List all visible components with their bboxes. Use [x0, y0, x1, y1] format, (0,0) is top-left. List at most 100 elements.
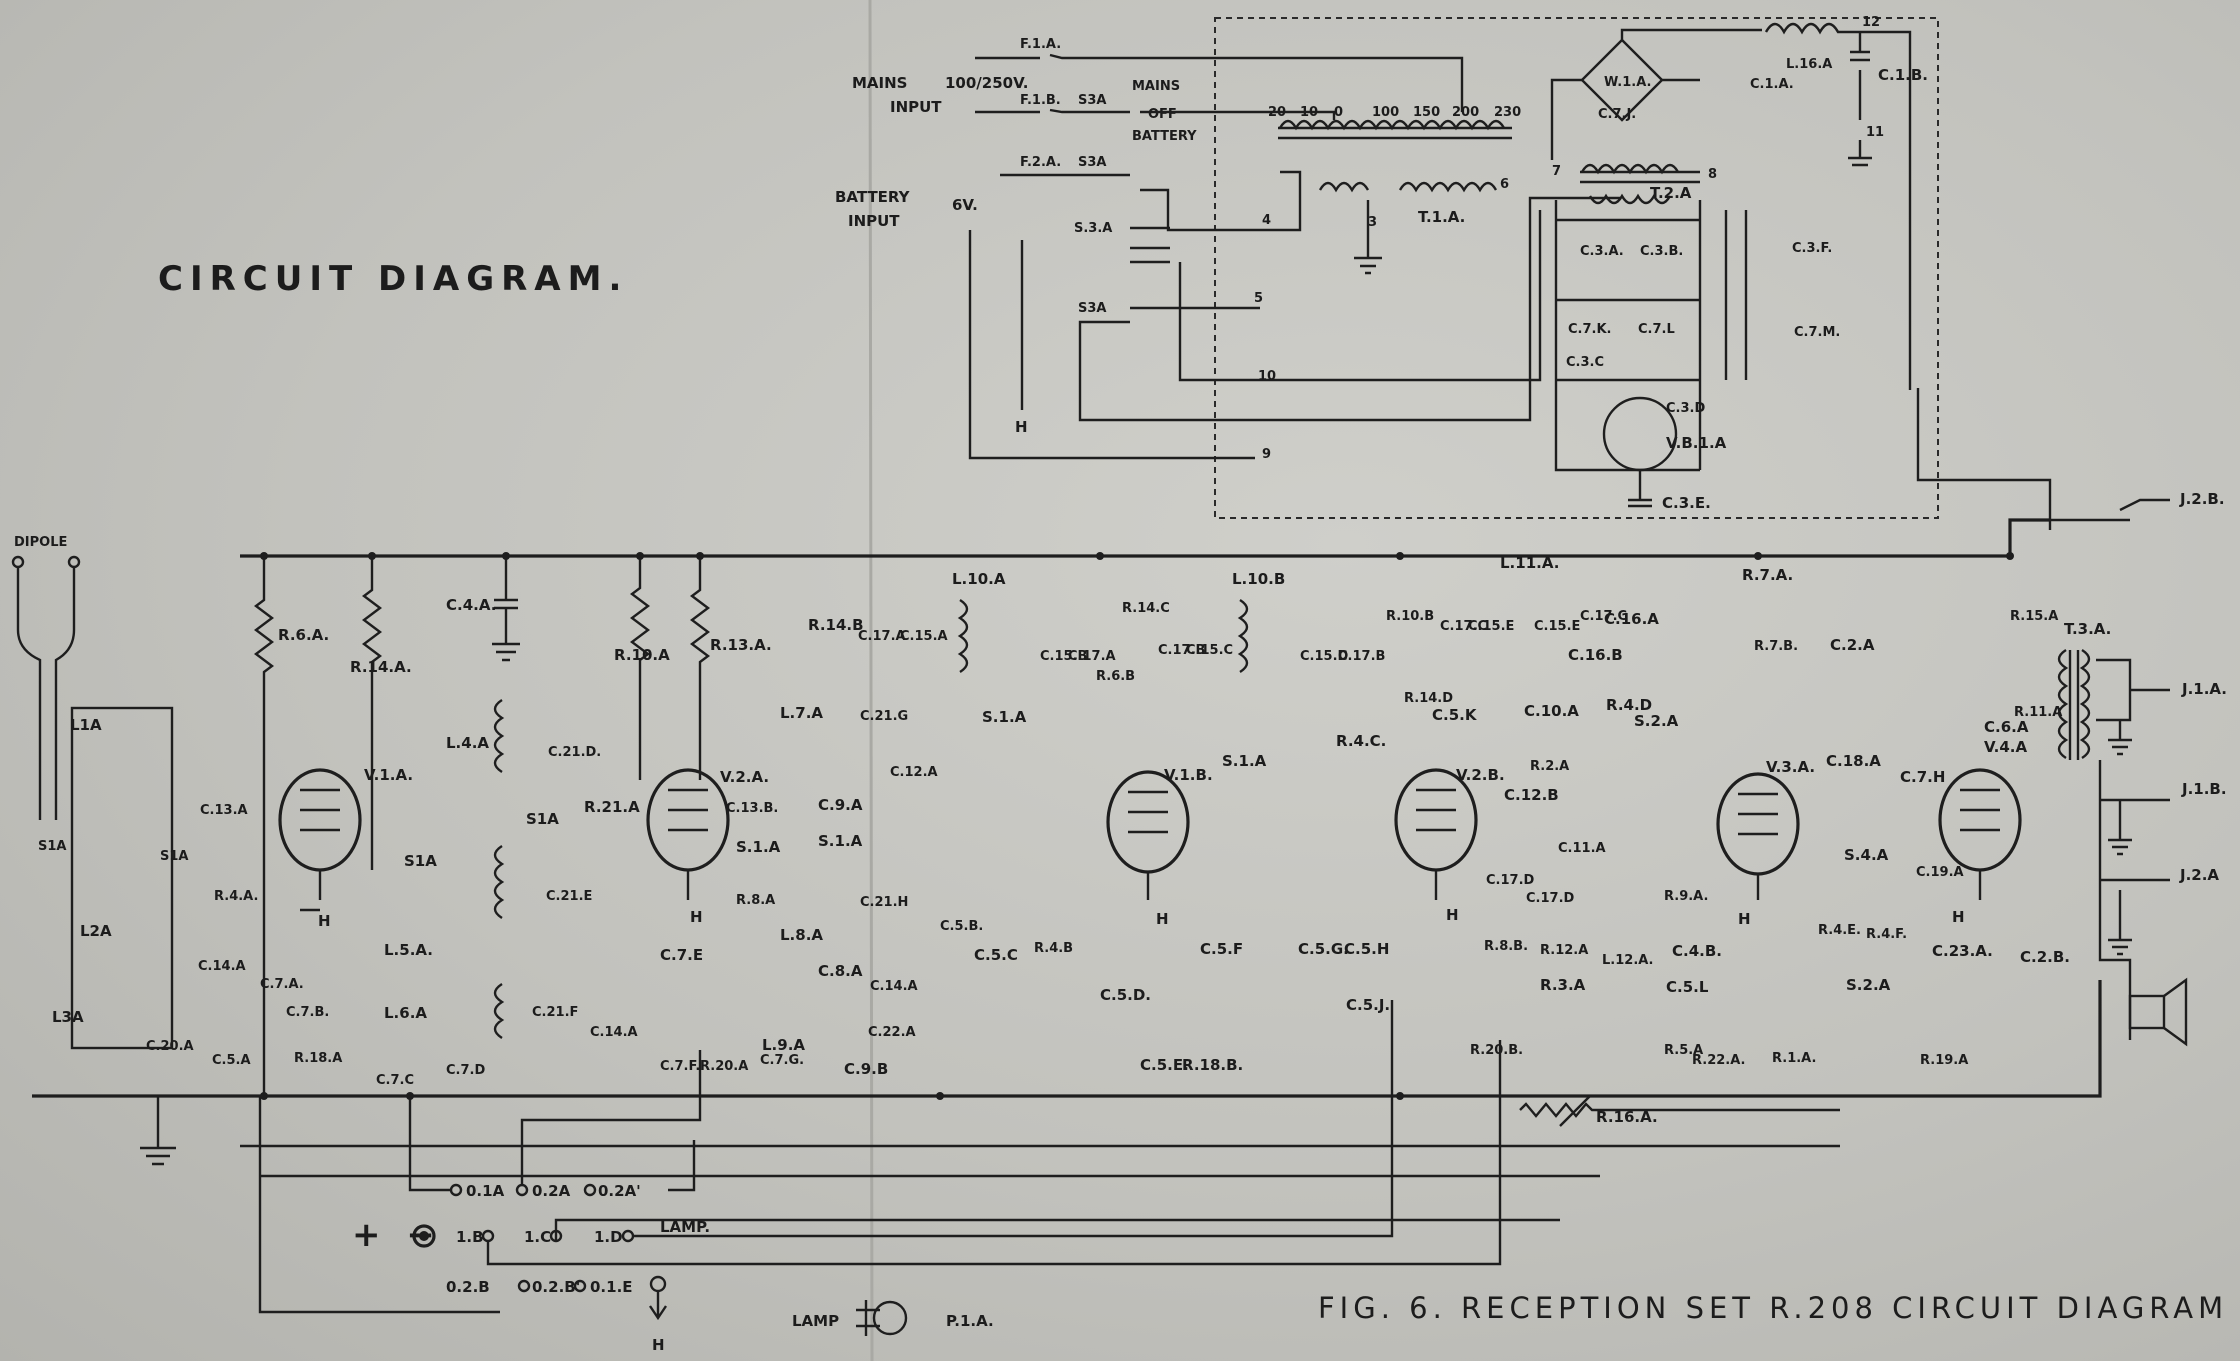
svg-text:J.1.A.: J.1.A.	[2181, 680, 2227, 698]
svg-text:S3A: S3A	[1078, 301, 1106, 316]
svg-text:C.4.B.: C.4.B.	[1672, 942, 1722, 960]
svg-text:R.2.A: R.2.A	[1530, 759, 1569, 774]
svg-text:C.9.A: C.9.A	[818, 796, 863, 814]
svg-text:S1A: S1A	[404, 852, 437, 870]
svg-text:C.7.C: C.7.C	[376, 1073, 414, 1088]
svg-text:C.21.G: C.21.G	[860, 709, 908, 724]
svg-text:R.14.A.: R.14.A.	[350, 658, 412, 676]
svg-text:J.1.B.: J.1.B.	[2181, 780, 2227, 798]
svg-text:1.D: 1.D	[594, 1228, 623, 1246]
svg-text:MAINS: MAINS	[1132, 79, 1180, 94]
svg-text:C.7.H: C.7.H	[1900, 768, 1945, 786]
svg-text:H: H	[690, 908, 703, 926]
svg-text:L.4.A: L.4.A	[446, 734, 489, 752]
lamp-ref: P.1.A.	[946, 1312, 994, 1330]
svg-text:R.13.A.: R.13.A.	[710, 636, 772, 654]
svg-text:C.7.G.: C.7.G.	[760, 1053, 804, 1068]
svg-text:C.7.L: C.7.L	[1638, 322, 1675, 337]
svg-text:R.22.A.: R.22.A.	[1692, 1053, 1745, 1068]
battery-input-label: BATTERY	[835, 188, 911, 206]
svg-text:W.1.A.: W.1.A.	[1604, 75, 1651, 90]
svg-text:C.3.E.: C.3.E.	[1662, 494, 1711, 512]
svg-text:100: 100	[1372, 105, 1399, 120]
svg-text:0.2A': 0.2A'	[598, 1182, 641, 1200]
svg-text:C.16.B: C.16.B	[1568, 646, 1623, 664]
valve-V1A	[278, 768, 362, 912]
svg-text:R.19.A: R.19.A	[1920, 1053, 1968, 1068]
svg-text:150: 150	[1413, 105, 1440, 120]
svg-text:1.B: 1.B	[456, 1228, 484, 1246]
coil-L10A	[957, 598, 969, 674]
svg-text:6: 6	[1500, 177, 1509, 192]
rectifier-W1A	[1580, 38, 1664, 122]
jack-J2B	[2050, 498, 2170, 522]
svg-text:R.18.B.: R.18.B.	[1182, 1056, 1243, 1074]
svg-text:200: 200	[1452, 105, 1479, 120]
svg-text:C.3.D: C.3.D	[1666, 401, 1705, 416]
svg-text:H: H	[1446, 906, 1459, 924]
svg-text:C.1.B.: C.1.B.	[1878, 66, 1928, 84]
svg-text:S1A: S1A	[38, 839, 66, 854]
svg-text:C.6.A: C.6.A	[1984, 718, 2029, 736]
svg-text:C.10.A: C.10.A	[1524, 702, 1579, 720]
svg-text:C.3.C: C.3.C	[1566, 355, 1604, 370]
receiver-chassis: DIPOLE L1A L2A L3A S1A S1A C.13.A C.14.A…	[11, 388, 2227, 1354]
svg-text:V.2.A.: V.2.A.	[720, 768, 769, 786]
heater-mark: H	[318, 912, 331, 930]
svg-text:230: 230	[1494, 105, 1521, 120]
valve-V4A	[1938, 768, 2022, 900]
svg-text:C.13.A: C.13.A	[200, 803, 248, 818]
svg-text:C.17.C: C.17.C	[1440, 619, 1487, 634]
svg-text:C.12.A: C.12.A	[890, 765, 938, 780]
svg-text:V.B.1.A: V.B.1.A	[1666, 434, 1727, 452]
svg-text:H: H	[652, 1336, 665, 1354]
svg-text:F.2.A.: F.2.A.	[1020, 155, 1061, 170]
svg-text:R.15.A: R.15.A	[2010, 609, 2058, 624]
input-coils-L1A-L3A	[70, 706, 174, 1050]
svg-text:C.21.E: C.21.E	[546, 889, 592, 904]
svg-text:C.5.J.: C.5.J.	[1346, 996, 1390, 1014]
svg-text:C.7.B.: C.7.B.	[286, 1005, 329, 1020]
svg-text:0.2A: 0.2A	[532, 1182, 571, 1200]
svg-text:H: H	[1952, 908, 1965, 926]
svg-text:C.7.D: C.7.D	[446, 1063, 485, 1078]
svg-text:C.2.A: C.2.A	[1830, 636, 1875, 654]
svg-text:C.3.A.: C.3.A.	[1580, 244, 1624, 259]
svg-text:C.4.A.: C.4.A.	[446, 596, 496, 614]
svg-text:C.20.A: C.20.A	[146, 1039, 194, 1054]
svg-text:J.2.B.: J.2.B.	[2179, 490, 2225, 508]
svg-text:0.1.E: 0.1.E	[590, 1278, 633, 1296]
resistor-R6A	[254, 556, 274, 1096]
svg-text:S1A: S1A	[160, 849, 188, 864]
svg-text:R.5.A: R.5.A	[1664, 1043, 1703, 1058]
svg-text:V.1.B.: V.1.B.	[1164, 766, 1213, 784]
svg-text:C.11.A: C.11.A	[1558, 841, 1606, 856]
svg-text:L.5.A.: L.5.A.	[384, 941, 433, 959]
svg-text:V.4.A: V.4.A	[1984, 738, 2028, 756]
svg-text:C.17.D: C.17.D	[1526, 891, 1575, 906]
svg-text:C.5.H: C.5.H	[1344, 940, 1389, 958]
svg-text:C.22.A: C.22.A	[868, 1025, 916, 1040]
battery-terminal	[412, 1224, 436, 1248]
svg-text:R.14.B: R.14.B	[808, 616, 864, 634]
vibrator-transformer-T2A	[1580, 170, 1700, 184]
svg-text:C.17.B: C.17.B	[1158, 643, 1205, 658]
svg-text:H: H	[1015, 418, 1028, 436]
svg-text:C.15.D: C.15.D	[1300, 649, 1349, 664]
resistor-R10A	[630, 556, 650, 780]
choke-L16A	[1764, 22, 1912, 390]
svg-text:R.4.C.: R.4.C.	[1336, 732, 1386, 750]
svg-text:L.8.A: L.8.A	[780, 926, 823, 944]
svg-text:S.1.A: S.1.A	[1222, 752, 1267, 770]
svg-text:L.9.A: L.9.A	[762, 1036, 805, 1054]
mains-voltage-label: 100/250V.	[945, 74, 1028, 92]
svg-text:S3A: S3A	[1078, 93, 1106, 108]
svg-text:C.3.F.: C.3.F.	[1792, 241, 1832, 256]
svg-text:C.13.B.: C.13.B.	[726, 801, 778, 816]
svg-text:R.21.A: R.21.A	[584, 798, 640, 816]
svg-text:11: 11	[1866, 125, 1884, 140]
svg-text:C.1.A.: C.1.A.	[1750, 77, 1794, 92]
output-transformer-T3A	[2057, 648, 2091, 760]
svg-text:8: 8	[1708, 167, 1717, 182]
svg-text:C.15.E: C.15.E	[1468, 619, 1514, 634]
